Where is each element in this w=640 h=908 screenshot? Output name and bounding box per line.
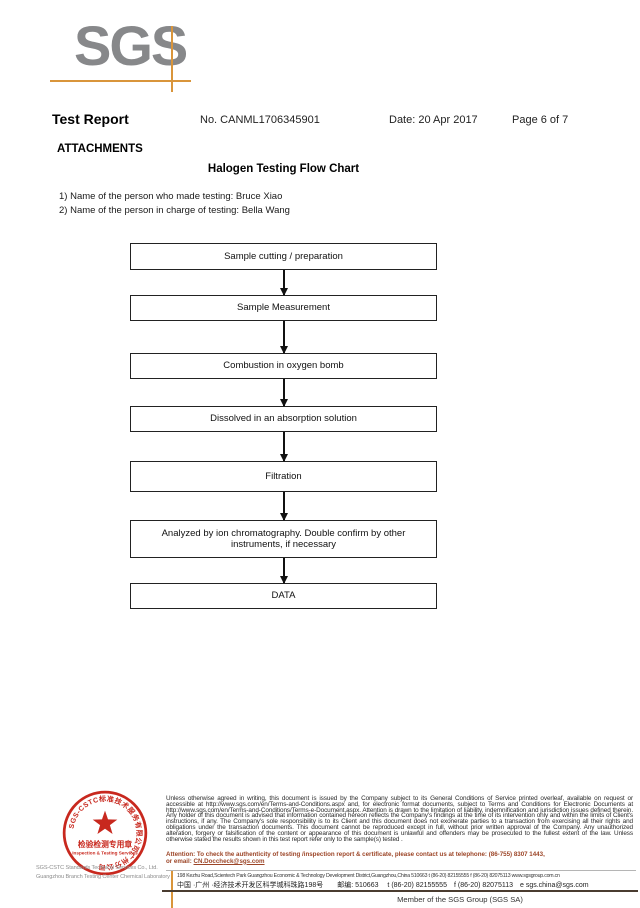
arrow-down-icon <box>282 379 285 406</box>
doccheck-email-link[interactable]: CN.Doccheck@sgs.com <box>193 857 265 865</box>
crop-mark-vertical <box>171 26 173 92</box>
attachments-heading: ATTACHMENTS <box>57 143 143 155</box>
company-line2: Guangzhou Branch Testing Center Chemical… <box>36 873 170 880</box>
sgs-logo: SGS <box>74 14 188 77</box>
note-tester: 1) Name of the person who made testing: … <box>59 191 283 202</box>
crop-mark-footer <box>171 871 173 908</box>
stamp-ring-text: SGS-CSTC标准技术服务有限公司广州分公司 <box>68 794 143 871</box>
flowchart-step: Sample cutting / preparation <box>130 243 437 270</box>
address-chinese: 中国 ·广州 ·经济技术开发区科学城科珠路198号 邮编: 510663 t (… <box>177 882 589 889</box>
footer-divider <box>166 870 636 871</box>
laboratory-name: SGS-CSTC Standards Technical Services Co… <box>36 864 170 881</box>
flowchart-step: Filtration <box>130 461 437 492</box>
legal-disclaimer: Unless otherwise agreed in writing, this… <box>166 795 633 843</box>
report-number: No. CANML1706345901 <box>200 114 320 126</box>
stamp-text-cn: 检验检测专用章 <box>78 839 132 849</box>
address-english: 198 Kezhu Road,Scientech Park Guangzhou … <box>177 873 560 879</box>
flowchart-step: Analyzed by ion chromatography. Double c… <box>130 520 437 558</box>
authenticity-notice: Attention: To check the authenticity of … <box>166 851 633 866</box>
arrow-down-icon <box>282 558 285 583</box>
sgs-membership-note: Member of the SGS Group (SGS SA) <box>397 895 523 904</box>
inspection-stamp-icon: SGS-CSTC标准技术服务有限公司广州分公司 检验检测专用章 Inspecti… <box>62 790 148 876</box>
flowchart-step: Combustion in oxygen bomb <box>130 353 437 379</box>
flowchart-step: Dissolved in an absorption solution <box>130 406 437 432</box>
attention-email-prefix: or email: <box>166 857 194 865</box>
attention-line2: or email: CN.Doccheck@sgs.com <box>166 857 633 866</box>
company-line1: SGS-CSTC Standards Technical Services Co… <box>36 865 158 871</box>
footer-bottom-rule <box>162 890 638 892</box>
flowchart-step: Sample Measurement <box>130 295 437 321</box>
stamp-text-en: Inspection & Testing Services <box>72 851 138 856</box>
arrow-down-icon <box>282 432 285 461</box>
arrow-down-icon <box>282 492 285 520</box>
report-title: Test Report <box>52 111 129 127</box>
note-in-charge: 2) Name of the person in charge of testi… <box>59 205 290 216</box>
flowchart: Sample cutting / preparation Sample Meas… <box>130 243 437 609</box>
tester-notes: 1) Name of the person who made testing: … <box>59 190 290 218</box>
crop-mark-horizontal <box>50 80 191 82</box>
star-icon <box>92 810 118 834</box>
svg-text:SGS-CSTC标准技术服务有限公司广州分公司: SGS-CSTC标准技术服务有限公司广州分公司 <box>68 794 143 871</box>
report-date: Date: 20 Apr 2017 <box>389 114 478 126</box>
flowchart-title: Halogen Testing Flow Chart <box>207 163 360 175</box>
arrow-down-icon <box>282 270 285 295</box>
page-indicator: Page 6 of 7 <box>512 114 569 126</box>
arrow-down-icon <box>282 321 285 353</box>
flowchart-step: DATA <box>130 583 437 609</box>
attention-line1: Attention: To check the authenticity of … <box>166 851 545 858</box>
